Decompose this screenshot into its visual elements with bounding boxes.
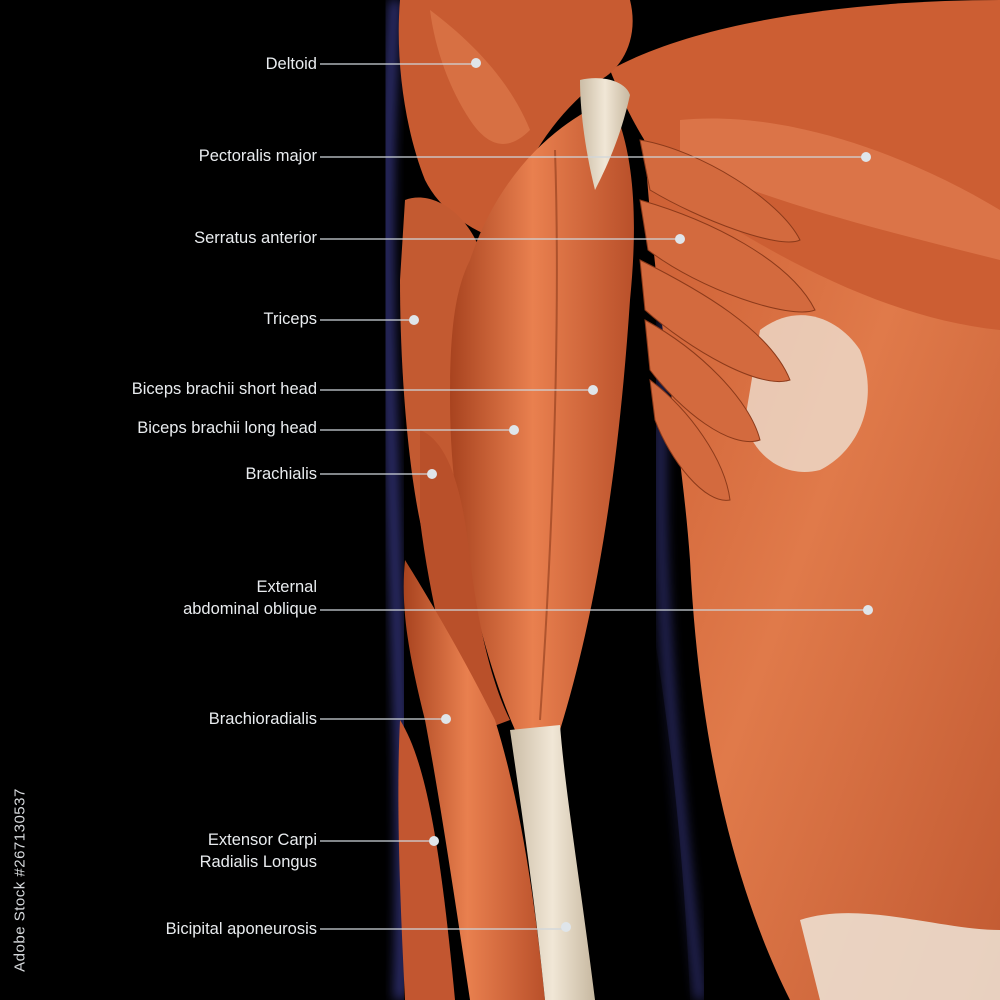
label-bicipital-aponeurosis: Bicipital aponeurosis (166, 918, 317, 940)
pin-biceps-long (509, 425, 519, 435)
label-pectoralis-major: Pectoralis major (199, 145, 317, 167)
pin-triceps (409, 315, 419, 325)
pin-pectoralis (861, 152, 871, 162)
label-biceps-long-head: Biceps brachii long head (137, 417, 317, 439)
label-serratus-anterior: Serratus anterior (194, 227, 317, 249)
tendon-sheath (800, 913, 1000, 1000)
ecrl-shape (398, 720, 455, 1000)
tendon-sheath (745, 315, 868, 472)
label-deltoid: Deltoid (266, 53, 317, 75)
stock-id-text: Adobe Stock #267130537 (12, 788, 29, 972)
label-text: Biceps brachii short head (131, 380, 317, 398)
label-text: Triceps (263, 310, 317, 328)
label-text: Deltoid (265, 55, 317, 73)
label-text: Extensor Carpi (207, 831, 317, 849)
pin-biceps-short (588, 385, 598, 395)
pin-brachioradialis (441, 714, 451, 724)
pectoralis-highlight (680, 118, 1000, 260)
label-text: abdominal oblique (183, 600, 317, 618)
pin-extensor (429, 836, 439, 846)
pin-brachialis (427, 469, 437, 479)
deltoid-highlight (430, 10, 530, 144)
label-text: Radialis Longus (199, 853, 317, 871)
leader-lines (320, 58, 873, 932)
label-extensor-carpi: Extensor Carpi Radialis Longus (200, 829, 317, 873)
biceps-divide (539, 149, 558, 721)
pin-oblique (863, 605, 873, 615)
label-text: Serratus anterior (194, 229, 317, 247)
label-biceps-short-head: Biceps brachii short head (132, 378, 317, 400)
watermark-brand: Adobe Stock (11, 881, 29, 972)
brachioradialis-shape (403, 560, 545, 1000)
biceps-tendon (580, 78, 630, 190)
pin-serratus (675, 234, 685, 244)
brachialis-shape (420, 430, 510, 735)
pin-aponeurosis (561, 922, 571, 932)
label-brachioradialis: Brachioradialis (209, 708, 317, 730)
biceps-shape (450, 100, 634, 730)
label-text: Bicipital aponeurosis (165, 920, 317, 938)
label-text: External (256, 578, 317, 596)
label-external-oblique: External abdominal oblique (183, 576, 317, 620)
aponeurosis-shape (510, 725, 595, 1000)
label-text: Biceps brachii long head (137, 419, 317, 437)
stock-id: Adobe Stock #267130537 (6, 760, 34, 1000)
pin-deltoid (471, 58, 481, 68)
stock-id-number: #267130537 (11, 788, 29, 877)
label-brachialis: Brachialis (245, 463, 317, 485)
body-gap (611, 480, 690, 1000)
serratus-digitations (639, 139, 816, 501)
label-text: Brachioradialis (208, 710, 317, 728)
label-text: Brachialis (245, 465, 317, 483)
label-triceps: Triceps (264, 308, 317, 330)
label-text: Pectoralis major (198, 147, 317, 165)
